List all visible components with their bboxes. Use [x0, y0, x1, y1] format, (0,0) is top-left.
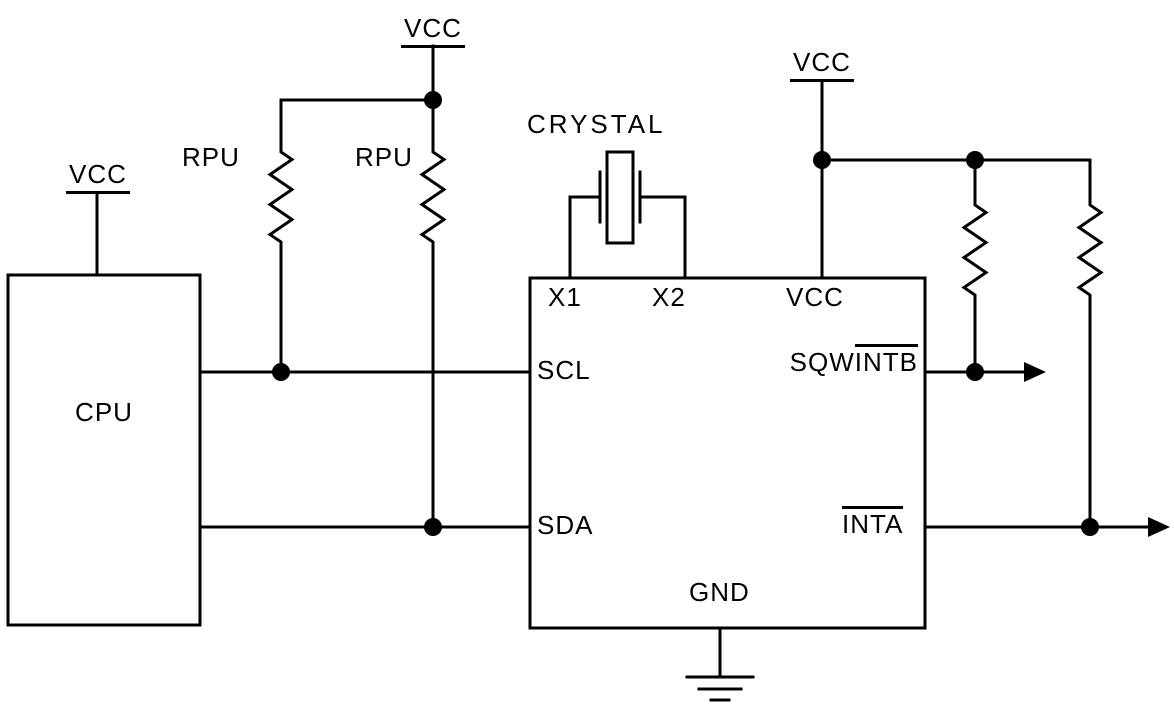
junction-dot-right-rail	[966, 151, 984, 169]
junction-dot-pullup-vcc	[424, 91, 442, 109]
pin-label-sda: SDA	[537, 510, 594, 540]
crystal-leads	[568, 195, 687, 280]
pin-label-x1: X1	[548, 282, 582, 312]
crystal-label: CRYSTAL	[527, 109, 666, 139]
rpu-label-left: RPU	[182, 142, 240, 172]
junction-dot-rtc-vcc	[813, 151, 831, 169]
ground-symbol	[685, 626, 755, 702]
vcc-label-rtc: VCC	[790, 48, 854, 83]
pin-label-inta: INTA	[842, 506, 904, 538]
pin-label-scl: SCL	[537, 355, 591, 385]
junction-dot-scl	[272, 363, 290, 381]
inta-overline-text: INTA	[842, 506, 904, 537]
vcc-label-pullups: VCC	[401, 14, 465, 49]
resistor-sqw-pullup	[961, 158, 989, 374]
pin-label-intb: INTB	[854, 344, 918, 375]
crystal-plates	[598, 170, 642, 224]
pin-label-sqw: SQW	[789, 347, 855, 377]
rpu-label-right: RPU	[355, 142, 413, 172]
resistor-rpu-scl	[267, 98, 295, 374]
junction-dot-inta	[1081, 518, 1099, 536]
arrow-sqw-out	[1024, 362, 1046, 382]
cpu-box	[6, 273, 202, 627]
junction-dot-sda	[424, 518, 442, 536]
pin-label-vcc: VCC	[786, 282, 844, 312]
resistor-rpu-sda	[419, 98, 447, 529]
junction-dot-sqw	[966, 363, 984, 381]
vcc-label-cpu: VCC	[66, 160, 130, 195]
rtc-box	[528, 276, 927, 630]
crystal-body	[605, 150, 635, 245]
cpu-label: CPU	[75, 397, 133, 427]
pin-label-gnd: GND	[689, 577, 750, 607]
crystal-symbol	[568, 150, 687, 280]
arrow-inta-out	[1148, 517, 1170, 537]
pin-label-x2: X2	[652, 282, 686, 312]
resistor-inta-pullup	[1076, 158, 1104, 529]
pin-label-sqw-intb: SQWINTB	[730, 344, 918, 376]
